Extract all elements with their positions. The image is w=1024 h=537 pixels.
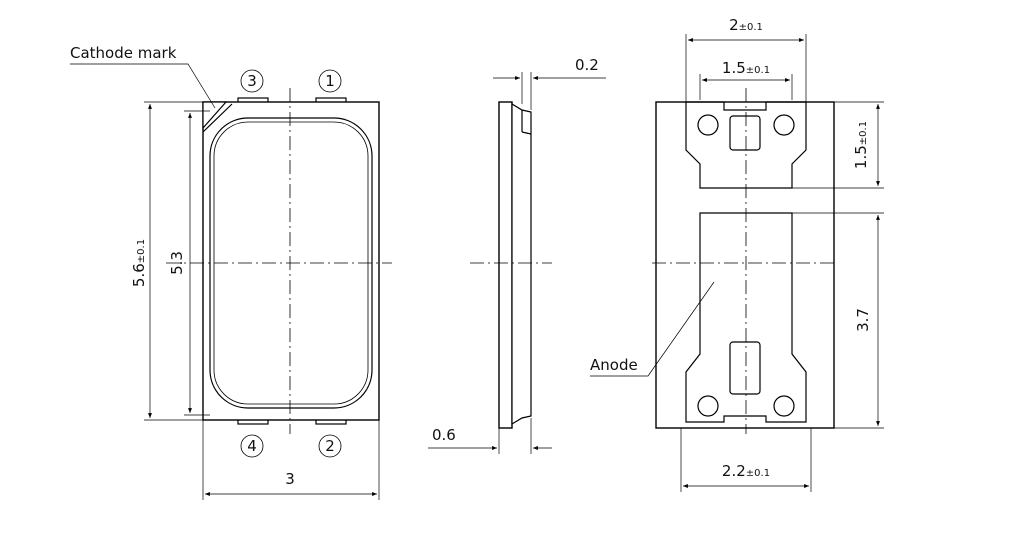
dim-bottom-pad-height: 3.7 (854, 308, 872, 332)
bottom-pad-slot (729, 341, 761, 395)
pin-4-circle (240, 434, 264, 458)
dim-height-total: 5.6±0.1 (130, 239, 148, 287)
top-pad-hole-left (697, 114, 719, 136)
pin-2-circle (318, 434, 342, 458)
bottom-pad-hole-left (697, 395, 719, 417)
side-body (498, 101, 513, 429)
pin-1-label: 1 (325, 72, 335, 90)
pin-2-label: 2 (325, 437, 335, 455)
bottom-pad-hole-right (773, 395, 795, 417)
bottom-body (655, 101, 835, 429)
bottom-view: 2±0.1 1.5±0.1 1.5±0.1 3.7 2.2±0.1 Anode (590, 16, 884, 492)
dim-top-pad-height: 1.5±0.1 (852, 121, 870, 169)
dim-bottom-pad-width: 2.2±0.1 (722, 462, 770, 480)
anode-leader (590, 281, 715, 377)
cathode-mark-label: Cathode mark (70, 44, 177, 62)
dim-thickness-top: 0.2 (575, 56, 599, 74)
top-pad-hole-right (773, 114, 795, 136)
pin-4-label: 4 (247, 437, 257, 455)
dim-width: 3 (285, 470, 295, 488)
top-pad (685, 101, 807, 189)
pin-3-circle (240, 69, 264, 93)
side-view: 0.2 0.6 (428, 56, 606, 454)
cathode-mark-leader (70, 63, 216, 109)
top-pad-slot (729, 115, 761, 151)
dim-pad-outer: 2±0.1 (729, 16, 763, 34)
bottom-pad (685, 212, 807, 423)
cathode-mark-notch (202, 101, 228, 130)
pin-3-label: 3 (247, 72, 257, 90)
pin-1-circle (318, 69, 342, 93)
anode-label: Anode (590, 356, 638, 374)
front-view: 3 1 4 2 Cathode mark 5.6±0.1 5.3 3 (70, 44, 392, 500)
side-lens (511, 102, 532, 426)
dim-height-lens: 5.3 (168, 251, 186, 275)
dim-pad-inner: 1.5±0.1 (722, 59, 770, 77)
package-body (202, 101, 380, 421)
dim-thickness-total: 0.6 (432, 426, 456, 444)
